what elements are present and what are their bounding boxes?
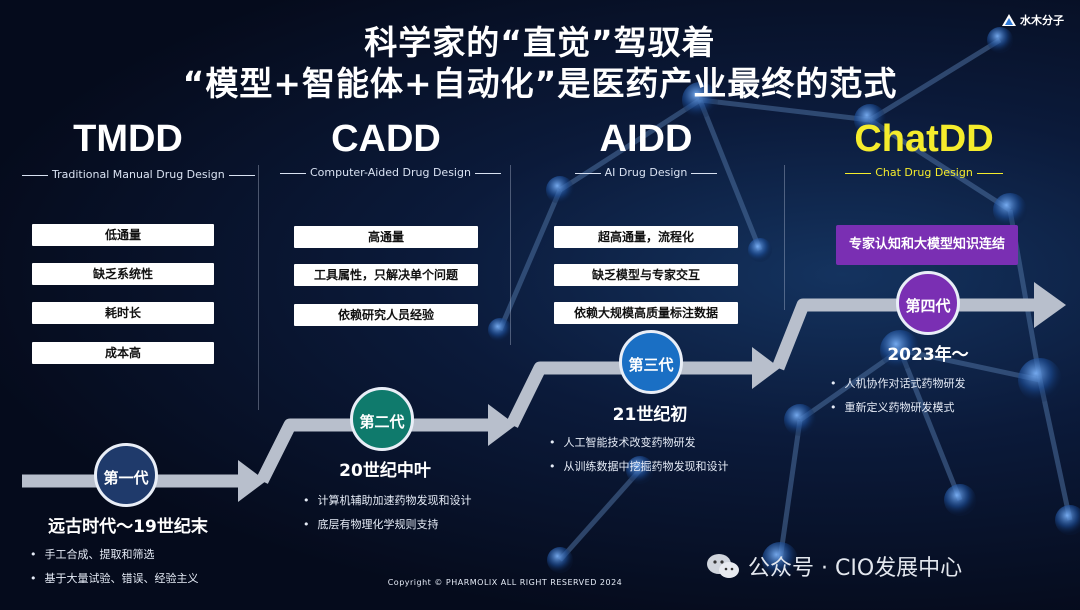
bullets-gen-4: 人机协作对话式药物研发 重新定义药物研发模式 xyxy=(830,372,966,420)
bullets-gen-1: 手工合成、提取和筛选 基于大量试验、错误、经验主义 xyxy=(30,543,199,591)
logo-icon xyxy=(1002,14,1016,26)
aidd-item: 缺乏模型与专家交互 xyxy=(554,264,738,286)
brand-logo: 水木分子 xyxy=(1002,12,1064,28)
bullet-item: 底层有物理化学规则支持 xyxy=(303,513,472,537)
bullet-item: 从训练数据中挖掘药物发现和设计 xyxy=(549,455,729,479)
era-title-aidd: AIDD xyxy=(599,118,693,160)
period-3: 21世纪初 xyxy=(612,405,688,425)
aidd-item: 超高通量，流程化 xyxy=(554,226,738,248)
bullets-gen-3: 人工智能技术改变药物研发 从训练数据中挖掘药物发现和设计 xyxy=(549,431,729,479)
era-subtitle-tmdd: Traditional Manual Drug Design xyxy=(18,168,255,181)
bullet-item: 基于大量试验、错误、经验主义 xyxy=(30,567,199,591)
wechat-watermark: 公众号 · CIO发展中心 xyxy=(706,550,962,582)
era-title-chatdd: ChatDD xyxy=(854,118,994,160)
watermark-text: 公众号 · CIO发展中心 xyxy=(748,556,963,581)
cadd-item: 高通量 xyxy=(294,226,478,248)
period-2: 20世纪中叶 xyxy=(339,461,431,481)
copyright-text: Copyright © PHARMOLIX ALL RIGHT RESERVED… xyxy=(387,578,623,587)
wechat-icon xyxy=(707,554,739,578)
title-line-1: 科学家的“直觉”驾驭着 xyxy=(364,23,716,62)
era-subtitle-aidd: AI Drug Design xyxy=(536,166,756,179)
period-4: 2023年～ xyxy=(887,345,969,365)
tmdd-item: 耗时长 xyxy=(32,302,214,324)
generation-badge-4: 第四代 xyxy=(896,271,960,335)
era-title-cadd: CADD xyxy=(331,118,441,160)
generation-badge-1: 第一代 xyxy=(94,443,158,507)
bullet-item: 计算机辅助加速药物发现和设计 xyxy=(303,489,472,513)
title-line-2: “模型+智能体+自动化”是医药产业最终的范式 xyxy=(182,64,898,103)
tmdd-item: 成本高 xyxy=(32,342,214,364)
aidd-item: 依赖大规模高质量标注数据 xyxy=(554,302,738,324)
chatdd-item: 专家认知和大模型知识连结 xyxy=(836,225,1018,265)
bullet-item: 手工合成、提取和筛选 xyxy=(30,543,199,567)
bullet-item: 重新定义药物研发模式 xyxy=(830,396,966,420)
period-1: 远古时代～19世纪末 xyxy=(48,517,208,537)
cadd-item: 工具属性，只解决单个问题 xyxy=(294,264,478,286)
cadd-item: 依赖研究人员经验 xyxy=(294,304,478,326)
bullet-item: 人工智能技术改变药物研发 xyxy=(549,431,729,455)
divider-1 xyxy=(258,165,259,410)
generation-badge-3: 第三代 xyxy=(619,330,683,394)
bullet-item: 人机协作对话式药物研发 xyxy=(830,372,966,396)
era-subtitle-chatdd: Chat Drug Design xyxy=(814,166,1034,179)
bullets-gen-2: 计算机辅助加速药物发现和设计 底层有物理化学规则支持 xyxy=(303,489,472,537)
generation-badge-2: 第二代 xyxy=(350,387,414,451)
tmdd-item: 低通量 xyxy=(32,224,214,246)
era-subtitle-cadd: Computer-Aided Drug Design xyxy=(276,166,501,179)
logo-text: 水木分子 xyxy=(1020,14,1064,27)
tmdd-item: 缺乏系统性 xyxy=(32,263,214,285)
divider-2 xyxy=(510,165,511,345)
divider-3 xyxy=(784,165,785,310)
era-title-tmdd: TMDD xyxy=(73,118,183,160)
